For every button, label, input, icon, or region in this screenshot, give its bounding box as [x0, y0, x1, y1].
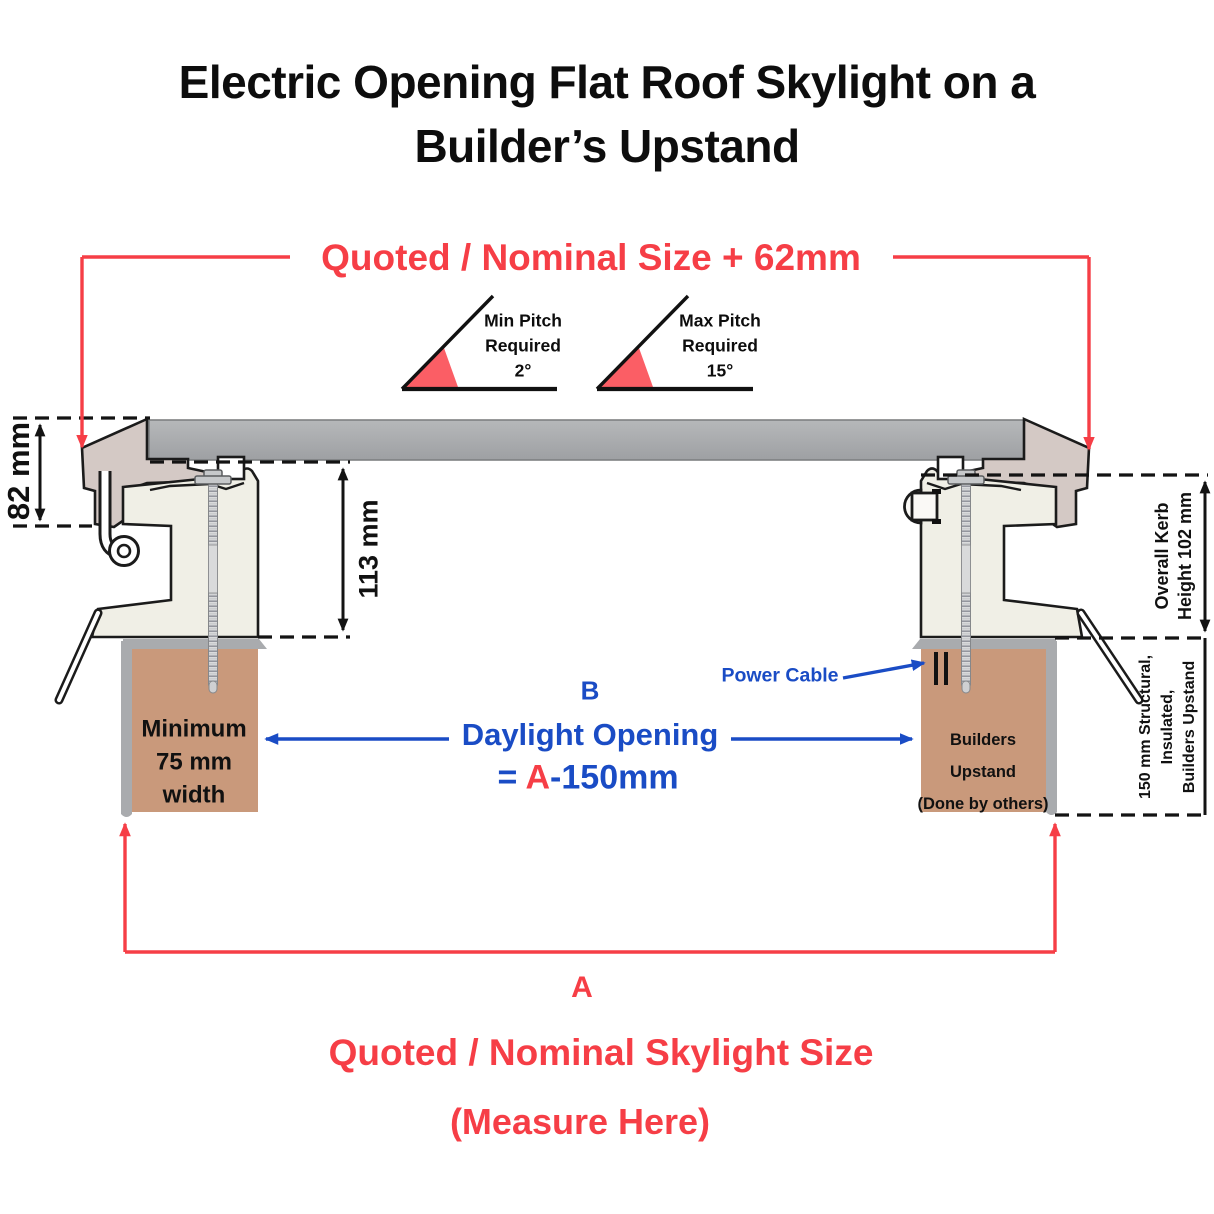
- power-cable-arrow: [842, 659, 926, 680]
- max-pitch-subtitle: Required: [682, 335, 758, 356]
- skylight-cross-section: [54, 416, 1144, 817]
- structural-upstand-line2: Insulated,: [1159, 689, 1176, 765]
- right-upstand-block: [921, 649, 1046, 812]
- left-upstand-block: [132, 649, 258, 812]
- bottom-dimension-bracket: [119, 822, 1061, 954]
- right-upstand-line1: Builders: [949, 731, 1017, 749]
- bottom-dimension-line2: (Measure Here): [449, 1101, 711, 1142]
- dim-113mm-label: 113 mm: [353, 499, 384, 599]
- right-fixing-bolt: [947, 469, 985, 694]
- max-pitch-value: 15°: [706, 360, 734, 381]
- power-cable-icon: [934, 652, 948, 685]
- max-pitch-title: Max Pitch: [679, 310, 761, 331]
- max-pitch-label: Max Pitch Required 15°: [679, 309, 761, 384]
- pitch-min-icon: [400, 294, 557, 392]
- bottom-dimension-line1: Quoted / Nominal Skylight Size: [328, 1032, 874, 1073]
- min-pitch-title: Min Pitch: [484, 310, 562, 331]
- dimension-lines: [34, 423, 1211, 815]
- pitch-max-wedge: [598, 348, 653, 387]
- pitch-max-icon: [595, 294, 753, 392]
- right-upstand-membrane-strip: [1046, 641, 1057, 815]
- left-upstand-label: Minimum 75 mm width: [141, 713, 246, 812]
- page-title-line2: Builder’s Upstand: [414, 120, 800, 172]
- daylight-opening-equation: = A-150mm: [497, 759, 678, 798]
- daylight-opening-letter: B: [580, 675, 600, 706]
- left-fixing-bolt: [194, 469, 232, 694]
- page-title-line1: Electric Opening Flat Roof Skylight on a: [178, 56, 1036, 108]
- dim-82mm-label: 82 mm: [1, 421, 36, 521]
- top-dimension-bracket: [76, 255, 1095, 451]
- min-pitch-label: Min Pitch Required 2°: [484, 309, 562, 384]
- min-pitch-subtitle: Required: [485, 335, 561, 356]
- power-cable-label: Power Cable: [721, 664, 839, 687]
- right-motor-housing: [903, 488, 941, 525]
- top-dimension-label: Quoted / Nominal Size + 62mm: [321, 237, 861, 278]
- equation-suffix: -150mm: [550, 758, 679, 797]
- glazing-panel: [148, 419, 1026, 461]
- daylight-opening-label: Daylight Opening: [461, 717, 719, 752]
- equation-variable: A: [525, 758, 551, 797]
- left-upstand-cap: [123, 639, 267, 649]
- left-upstand-line3: width: [162, 781, 226, 809]
- equation-prefix: =: [497, 758, 526, 797]
- left-upstand-line2: 75 mm: [155, 748, 233, 776]
- right-upstand-line3: (Done by others): [917, 795, 1049, 813]
- left-roof-membrane-inner: [57, 611, 100, 702]
- right-upstand-cap: [912, 639, 1056, 649]
- structural-upstand-line3: Builders Upstand: [1181, 660, 1198, 794]
- pitch-min-wedge: [403, 348, 458, 387]
- right-roof-membrane-inner: [1079, 611, 1141, 702]
- overall-kerb-line1: Overall Kerb: [1152, 502, 1172, 610]
- right-upstand-label: Builders Upstand (Done by others): [917, 724, 1048, 820]
- left-gasket-hook: [98, 471, 140, 567]
- overall-kerb-line2: Height 102 mm: [1175, 491, 1195, 621]
- reference-dashed-lines: [13, 416, 1208, 817]
- left-upstand-line1: Minimum: [141, 715, 247, 743]
- min-pitch-value: 2°: [514, 360, 532, 381]
- overall-kerb-height-label: Overall Kerb Height 102 mm: [1151, 492, 1197, 620]
- bottom-dimension-letter: A: [571, 971, 593, 1004]
- structural-upstand-label: 150 mm Structural, Insulated, Builders U…: [1135, 655, 1201, 799]
- structural-upstand-line1: 150 mm Structural,: [1137, 654, 1154, 800]
- right-upstand-line2: Upstand: [950, 763, 1016, 781]
- left-upstand-membrane-strip: [121, 641, 132, 817]
